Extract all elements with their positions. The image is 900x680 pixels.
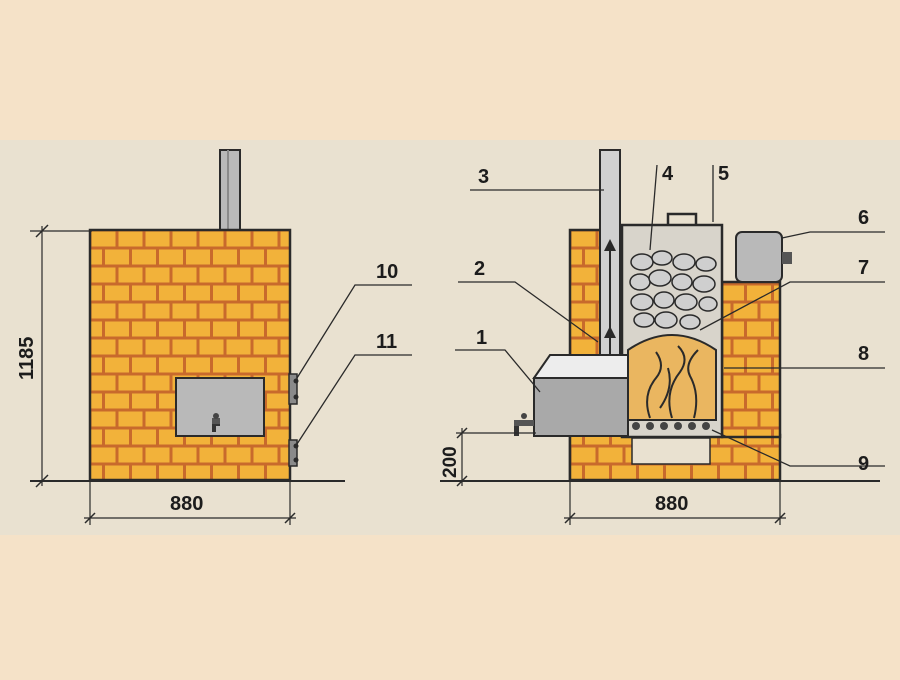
water-tank-lid: [532, 354, 629, 379]
fitting-11-bolt-bottom: [293, 457, 299, 463]
callout-9-label: 9: [858, 453, 869, 475]
callout-3-label: 3: [478, 166, 489, 188]
firebox-vault: [627, 334, 717, 421]
flames: [646, 345, 699, 419]
callout-10: 10: [296, 261, 412, 379]
grate: [632, 422, 710, 430]
callout-2-label: 2: [474, 258, 485, 280]
base-height-dimension: 200: [440, 427, 536, 487]
callout-5-label: 5: [718, 163, 729, 185]
callout-7: 7: [699, 257, 885, 331]
callout-6: 6: [781, 207, 885, 239]
stones: [629, 250, 718, 330]
brick-body: [88, 228, 292, 482]
chimney-pipe: [219, 149, 241, 233]
callout-8: 8: [724, 343, 885, 369]
lid-handle: [666, 212, 698, 224]
callout-4: 4: [649, 163, 674, 251]
dim-base-label: 200: [440, 446, 461, 478]
section-view: 200 880 1 2 3 4 5: [440, 149, 885, 525]
callout-1-label: 1: [476, 327, 487, 349]
callout-2: 2: [458, 258, 599, 343]
callout-11-label: 11: [376, 331, 397, 353]
width-dimension-left: 880: [84, 482, 296, 525]
fitting-10: [288, 373, 298, 405]
ash-pit-opening: [631, 437, 711, 465]
water-tank-front: [175, 377, 265, 437]
callout-1: 1: [455, 327, 541, 393]
callout-8-label: 8: [858, 343, 869, 365]
fitting-10-bolt-top: [293, 378, 299, 384]
brick-wall-right: [720, 280, 782, 439]
height-dimension: 1185: [16, 224, 92, 488]
front-view: 1185 880 10 11: [16, 149, 412, 525]
callout-3: 3: [470, 166, 604, 191]
callout-10-label: 10: [376, 261, 398, 283]
hot-water-cylinder-nozzle: [782, 252, 792, 264]
fitting-10-bolt-bottom: [293, 394, 299, 400]
fitting-11: [288, 439, 298, 467]
dim-height-label: 1185: [16, 337, 38, 380]
water-tank: [533, 377, 629, 437]
callout-4-label: 4: [662, 163, 674, 185]
callout-9: 9: [711, 429, 885, 475]
dim-width-right-label: 880: [655, 493, 688, 515]
width-dimension-right: 880: [564, 482, 786, 525]
callout-5: 5: [712, 163, 729, 222]
callout-11: 11: [296, 331, 412, 445]
callout-6-label: 6: [858, 207, 869, 229]
fitting-11-bolt-top: [293, 443, 299, 449]
callout-7-label: 7: [858, 257, 869, 279]
dim-width-left-label: 880: [170, 493, 203, 515]
tap-icon: [212, 413, 220, 432]
hot-water-cylinder: [735, 231, 783, 283]
